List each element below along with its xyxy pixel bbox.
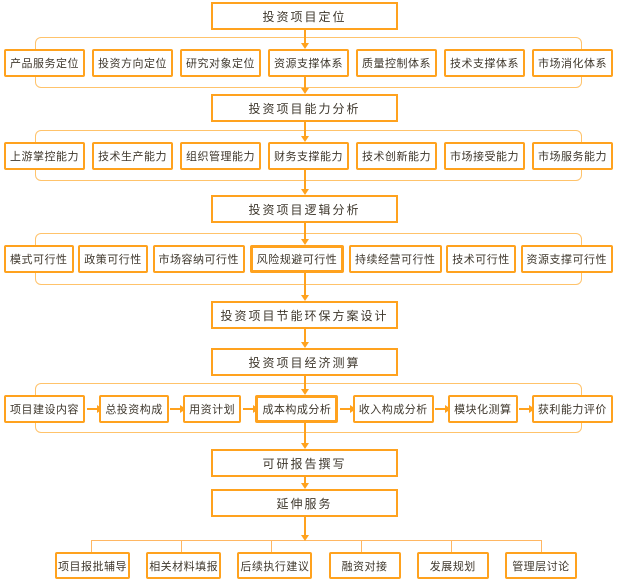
- flow-node: 资源支撑体系: [268, 49, 349, 77]
- flow-node: 技术支撑体系: [444, 49, 525, 77]
- arrow-down-icon: [301, 477, 309, 489]
- tree-connector-stub: [361, 540, 362, 552]
- flow-node: 相关材料填报: [146, 552, 222, 579]
- arrow-down-icon: [301, 30, 309, 49]
- flow-node: 总投资构成: [99, 395, 169, 423]
- flow-node: 后续执行建议: [237, 552, 313, 579]
- flow-node: 市场消化体系: [532, 49, 613, 77]
- flow-node: 市场服务能力: [532, 142, 613, 170]
- arrow-down-icon: [301, 77, 309, 94]
- row-positioning: 产品服务定位 投资方向定位 研究对象定位 资源支撑体系 质量控制体系 技术支撑体…: [4, 49, 613, 77]
- tree-connector-stub: [91, 540, 92, 552]
- flow-node: 用资计划: [183, 395, 242, 423]
- flow-node: 投资方向定位: [92, 49, 173, 77]
- stage-extended-services: 延伸服务: [211, 489, 398, 517]
- flow-node: 研究对象定位: [180, 49, 261, 77]
- arrow-down-icon: [301, 423, 309, 449]
- flow-node: 融资对接: [328, 552, 401, 579]
- arrow-down-icon: [301, 223, 309, 245]
- row-extension: 项目报批辅导 相关材料填报 后续执行建议 融资对接 发展规划 管理层讨论: [55, 552, 577, 579]
- arrow-down-icon: [301, 329, 309, 348]
- flow-node: 技术创新能力: [356, 142, 437, 170]
- flow-node: 质量控制体系: [356, 49, 437, 77]
- arrow-down-icon: [301, 122, 309, 142]
- flow-node-emphasized: 风险规避可行性: [249, 245, 345, 273]
- flow-node: 技术可行性: [446, 245, 516, 273]
- arrow-right-icon: [340, 405, 357, 413]
- row-economic: 项目建设内容 总投资构成 用资计划 成本构成分析 收入构成分析 模块化测算 获利…: [4, 395, 613, 423]
- stage-investment-positioning: 投资项目定位: [211, 2, 398, 30]
- flow-node: 持续经营可行性: [349, 245, 442, 273]
- flow-node: 项目报批辅导: [55, 552, 130, 579]
- arrow-right-icon: [170, 405, 187, 413]
- arrow-right-icon: [242, 405, 259, 413]
- row-feasibility: 模式可行性 政策可行性 市场容纳可行性 风险规避可行性 持续经营可行性 技术可行…: [4, 245, 613, 273]
- flow-node: 模块化测算: [448, 395, 518, 423]
- flow-node: 模式可行性: [4, 245, 74, 273]
- arrow-down-icon: [301, 517, 309, 541]
- flow-node: 上游掌控能力: [4, 142, 85, 170]
- tree-connector-stub: [451, 540, 452, 552]
- arrow-down-icon: [301, 376, 309, 395]
- flow-node: 产品服务定位: [4, 49, 85, 77]
- flow-node: 管理层讨论: [504, 552, 577, 579]
- stage-report-writing: 可研报告撰写: [211, 449, 398, 477]
- arrow-down-icon: [301, 170, 309, 195]
- flow-node: 财务支撑能力: [268, 142, 349, 170]
- tree-connector-stub: [271, 540, 272, 552]
- flow-node: 市场接受能力: [444, 142, 525, 170]
- flow-node: 组织管理能力: [180, 142, 261, 170]
- flow-node: 项目建设内容: [4, 395, 85, 423]
- arrow-right-icon: [86, 405, 103, 413]
- arrow-right-icon: [435, 405, 452, 413]
- tree-connector-line: [91, 540, 541, 541]
- flow-node: 政策可行性: [78, 245, 148, 273]
- flow-node: 市场容纳可行性: [152, 245, 245, 273]
- flow-node: 资源支撑可行性: [520, 245, 613, 273]
- tree-connector-stub: [541, 540, 542, 552]
- arrow-right-icon: [519, 405, 536, 413]
- stage-energy-env-design: 投资项目节能环保方案设计: [211, 301, 398, 329]
- arrow-down-icon: [301, 273, 309, 301]
- stage-logic-analysis: 投资项目逻辑分析: [211, 195, 398, 223]
- flow-node: 收入构成分析: [352, 395, 434, 423]
- flow-node-emphasized: 成本构成分析: [255, 395, 339, 423]
- stage-economic-calculation: 投资项目经济测算: [211, 348, 398, 376]
- stage-capability-analysis: 投资项目能力分析: [211, 94, 398, 122]
- flow-node: 技术生产能力: [92, 142, 173, 170]
- flow-node: 发展规划: [416, 552, 489, 579]
- tree-connector-stub: [181, 540, 182, 552]
- row-capability: 上游掌控能力 技术生产能力 组织管理能力 财务支撑能力 技术创新能力 市场接受能…: [4, 142, 613, 170]
- flow-node: 获利能力评价: [531, 395, 613, 423]
